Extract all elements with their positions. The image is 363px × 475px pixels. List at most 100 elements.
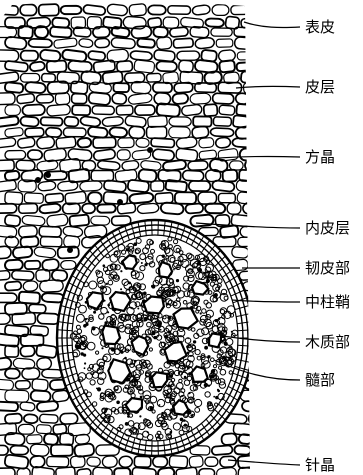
- parenchyma-cell: [64, 116, 79, 126]
- parenchyma-cell: [20, 116, 39, 127]
- parenchyma-cell: [236, 104, 257, 117]
- parenchyma-cell: [32, 379, 49, 391]
- dark-cell: [164, 335, 168, 339]
- dark-cell: [215, 319, 218, 322]
- dark-cell: [187, 337, 189, 339]
- parenchyma-cell: [22, 104, 45, 116]
- parenchyma-cell: [0, 5, 18, 16]
- parenchyma-cell: [189, 181, 211, 191]
- parenchyma-cell: [210, 128, 234, 137]
- parenchyma-cell: [199, 469, 215, 475]
- parenchyma-cell: [131, 26, 152, 39]
- parenchyma-cell: [61, 6, 82, 14]
- parenchyma-cell: [127, 180, 149, 193]
- dark-cell: [172, 399, 174, 401]
- parenchyma-cell: [235, 93, 249, 105]
- parenchyma-cell: [39, 4, 59, 16]
- parenchyma-cell: [37, 313, 60, 324]
- parenchyma-cell: [34, 246, 56, 258]
- dark-cell: [134, 360, 137, 363]
- parenchyma-cell: [156, 103, 180, 117]
- xylem-vessel: [209, 333, 221, 347]
- parenchyma-cell: [169, 117, 191, 127]
- dark-cell: [76, 341, 79, 344]
- parenchyma-cell: [181, 104, 202, 116]
- parenchyma-cell: [63, 128, 86, 137]
- parenchyma-cell: [156, 61, 177, 72]
- dark-cell: [128, 282, 131, 285]
- dark-cell: [215, 396, 218, 399]
- parenchyma-cell: [182, 170, 204, 181]
- parenchyma-cell: [213, 117, 231, 126]
- parenchyma-cell: [5, 192, 23, 205]
- parenchyma-cell: [234, 37, 250, 50]
- parenchyma-cell: [22, 368, 40, 380]
- dark-cell: [160, 329, 162, 331]
- dark-cell: [139, 415, 141, 417]
- section-tissue: [0, 4, 273, 475]
- parenchyma-cell: [177, 51, 200, 61]
- parenchyma-cell: [155, 192, 173, 203]
- dark-cell: [120, 270, 122, 272]
- parenchyma-cell: [112, 93, 127, 105]
- leader-epidermis: [244, 22, 300, 27]
- dark-cell: [210, 375, 214, 379]
- parenchyma-cell: [169, 27, 188, 37]
- parenchyma-cell: [82, 204, 95, 214]
- dark-cell: [184, 376, 187, 379]
- parenchyma-cell: [97, 160, 120, 170]
- parenchyma-cell: [107, 4, 128, 17]
- parenchyma-cell: [61, 260, 76, 269]
- dark-cell: [222, 340, 224, 342]
- parenchyma-cell: [239, 270, 262, 280]
- parenchyma-cell: [22, 215, 46, 226]
- parenchyma-cell: [47, 104, 71, 116]
- parenchyma-cell: [5, 150, 26, 159]
- ring-wall: [158, 220, 159, 235]
- dark-cell: [104, 321, 107, 324]
- dark-cell: [180, 418, 184, 422]
- parenchyma-cell: [92, 106, 114, 115]
- dark-cell: [147, 431, 149, 433]
- parenchyma-cell: [4, 454, 29, 469]
- parenchyma-cell: [236, 62, 260, 72]
- parenchyma-cell: [238, 467, 255, 475]
- dark-cell: [130, 390, 132, 392]
- parenchyma-cell: [74, 443, 95, 457]
- parenchyma-cell: [93, 149, 116, 161]
- parenchyma-cell: [80, 116, 101, 127]
- parenchyma-cell: [175, 192, 196, 204]
- parenchyma-cell: [25, 82, 46, 94]
- parenchyma-cell: [0, 137, 16, 148]
- dark-cell: [176, 279, 179, 282]
- parenchyma-cell: [231, 246, 248, 258]
- parenchyma-cell: [134, 456, 151, 467]
- parenchyma-cell: [70, 456, 85, 468]
- parenchyma-cell: [83, 5, 106, 16]
- dark-cell: [144, 263, 147, 266]
- parenchyma-cell: [153, 83, 172, 93]
- leader-cortex: [236, 86, 300, 88]
- dark-cell: [157, 322, 161, 326]
- dark-cell: [198, 268, 202, 272]
- parenchyma-cell: [71, 94, 86, 104]
- parenchyma-cell: [46, 127, 62, 137]
- dark-cell: [120, 288, 122, 290]
- parenchyma-cell: [188, 161, 208, 171]
- parenchyma-cell: [114, 468, 130, 475]
- parenchyma-cell: [190, 214, 214, 227]
- dark-cell: [168, 330, 171, 333]
- parenchyma-cell: [30, 444, 49, 456]
- dark-cell: [129, 430, 131, 432]
- dark-cell: [151, 368, 153, 370]
- parenchyma-cell: [250, 246, 265, 259]
- dark-cell: [127, 344, 129, 346]
- dark-cell: [129, 324, 131, 326]
- parenchyma-cell: [0, 313, 10, 324]
- dark-cell: [137, 308, 139, 310]
- parenchyma-cell: [113, 83, 129, 92]
- parenchyma-cell: [192, 5, 211, 16]
- parenchyma-cell: [5, 61, 29, 73]
- parenchyma-cell: [231, 5, 249, 14]
